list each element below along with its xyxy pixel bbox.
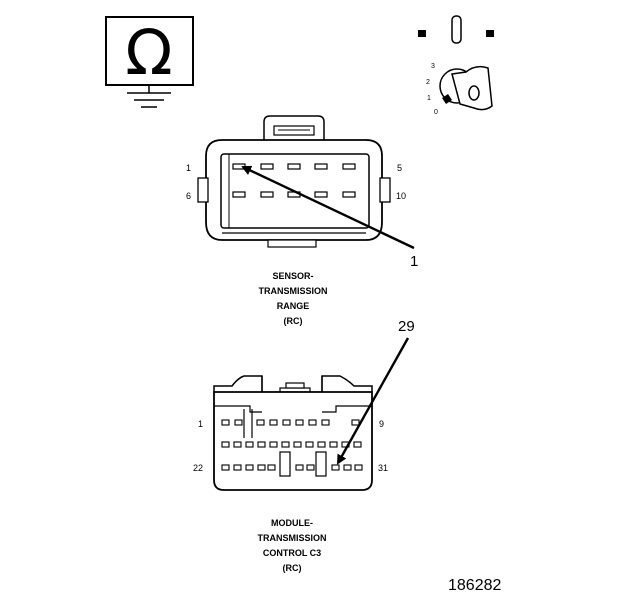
- module-connector: 1 9 22 31: [193, 375, 388, 491]
- sensor-label-line-4: (RC): [284, 316, 303, 326]
- sensor-label-line-3: RANGE: [277, 301, 310, 311]
- callout-1: 1: [241, 165, 418, 270]
- module-pin-31: 31: [378, 463, 388, 473]
- key-position-0: 0: [434, 109, 438, 116]
- module-connector-label: MODULE- TRANSMISSION CONTROL C3 (RC): [257, 518, 326, 573]
- module-label-line-1: MODULE-: [271, 518, 313, 528]
- module-label-line-2: TRANSMISSION: [257, 533, 326, 543]
- figure-number: 186282: [448, 577, 501, 594]
- sensor-pin-6: 6: [186, 191, 191, 201]
- sensor-pin-1: 1: [186, 163, 191, 173]
- sensor-label-line-2: TRANSMISSION: [258, 286, 327, 296]
- ohmmeter-symbol-icon: Ω: [105, 16, 194, 108]
- callout-29-arrow: [336, 337, 410, 465]
- sensor-label-line-1: SENSOR-: [272, 271, 313, 281]
- module-pin-9: 9: [379, 419, 384, 429]
- callout-29-label: 29: [398, 318, 415, 335]
- sensor-pin-10: 10: [396, 191, 406, 201]
- key-position-2: 2: [426, 79, 430, 86]
- callout-1-arrow: [241, 165, 415, 250]
- ohm-glyph: Ω: [125, 16, 172, 89]
- callout-29: 29: [336, 318, 415, 465]
- callout-1-label: 1: [410, 253, 418, 270]
- module-label-line-4: (RC): [283, 563, 302, 573]
- sensor-pin-5: 5: [397, 163, 402, 173]
- sensor-connector-label: SENSOR- TRANSMISSION RANGE (RC): [258, 271, 327, 326]
- module-pin-22: 22: [193, 463, 203, 473]
- module-label-line-3: CONTROL C3: [263, 548, 321, 558]
- module-pin-1: 1: [198, 419, 203, 429]
- ignition-key-icon: 3 2 1 0: [418, 15, 494, 116]
- key-position-1: 1: [427, 95, 431, 102]
- key-position-3: 3: [431, 63, 435, 70]
